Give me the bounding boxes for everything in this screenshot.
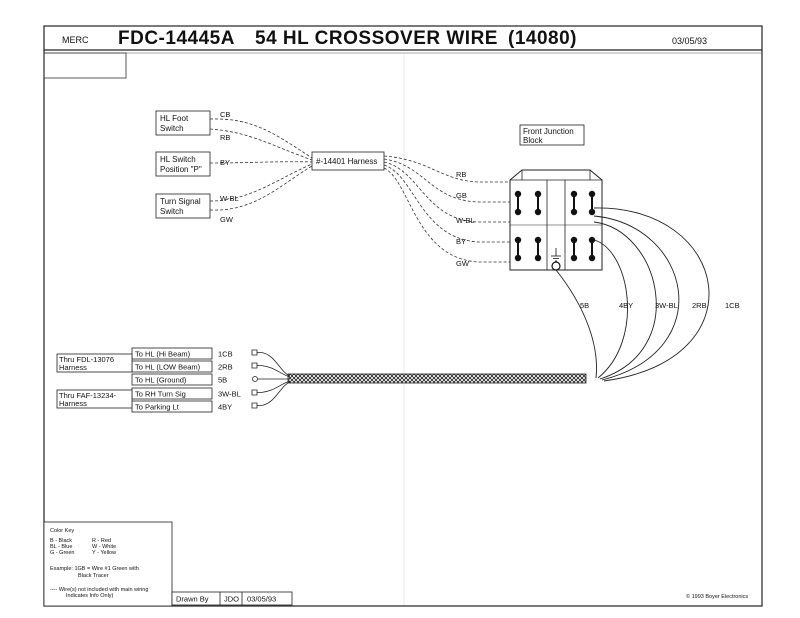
destination-low-beam: To HL (LOW Beam) [135, 363, 201, 372]
output-label-4by: 4BY [619, 301, 633, 310]
color-key-title: Color Key [50, 528, 74, 534]
color-key-dashed-2: Indicates Info Only) [66, 593, 114, 599]
harness-box [311, 151, 385, 171]
output-label-5b: 5B [580, 301, 589, 310]
harness-label: #-14401 Harness [316, 157, 377, 166]
thru-fdl-label-2: Harness [59, 363, 87, 372]
hl-switch-position-label-2: Position "P" [160, 165, 202, 174]
corner-box [43, 52, 127, 79]
turn-signal-switch-box [155, 193, 211, 219]
hl-foot-switch-label-1: HL Foot [160, 114, 189, 123]
color-key-y: Y - Yellow [92, 550, 116, 556]
destination-wire-1cb: 1CB [218, 350, 233, 359]
color-key-example-2: Black Tracer [78, 573, 109, 579]
thru-faf-label-1: Thru FAF-13234- [59, 391, 117, 400]
front-junction-label-box [519, 124, 585, 146]
ground-terminal [551, 261, 561, 271]
front-junction-label-2: Block [523, 136, 544, 145]
drawn-by-date: 03/05/93 [247, 595, 276, 604]
thru-faf-box [56, 389, 133, 409]
color-key-w: W - White [92, 544, 116, 550]
harness-wires [383, 155, 510, 263]
header-code: (14080) [508, 28, 577, 49]
turn-signal-switch-label-2: Switch [160, 207, 184, 216]
wire-label-foot-rb: RB [220, 133, 230, 142]
cable-bundle [287, 373, 587, 384]
destination-wire-3wbl: 3W-BL [218, 390, 241, 399]
front-junction-label-1: Front Junction [523, 127, 574, 136]
output-wires [555, 207, 710, 382]
drawn-by-box [171, 591, 293, 606]
color-key-dashed-1: ---- Wire(s) not included with main wiri… [50, 587, 148, 593]
header-make: MERC [62, 35, 89, 45]
junction-input-wbl: W-BL [456, 216, 475, 225]
destination-wire-4by: 4BY [218, 403, 232, 412]
junction-input-gb: GB [456, 191, 467, 200]
destination-rh-turn: To RH Turn Sig [135, 390, 186, 399]
output-label-2rb: 2RB [692, 301, 707, 310]
header-part-number: FDC-14445A [118, 28, 235, 49]
hl-switch-position-box [155, 151, 211, 177]
color-key-b: B - Black [50, 538, 72, 544]
hl-foot-switch-box [155, 110, 211, 136]
thru-fdl-box [56, 353, 133, 373]
color-key-g: G - Green [50, 550, 74, 556]
hl-foot-switch-label-2: Switch [160, 124, 184, 133]
wire-label-turn-wbl: W-BL [220, 194, 239, 203]
destination-ground: To HL (Ground) [135, 376, 187, 385]
destination-wire-2rb: 2RB [218, 363, 233, 372]
sheet-border [43, 25, 763, 607]
drawn-by-label: Drawn By [176, 595, 209, 604]
junction-block [509, 169, 603, 271]
destination-hi-beam: To HL (Hi Beam) [135, 350, 191, 359]
output-label-1cb: 1CB [725, 301, 740, 310]
connector-icons [251, 349, 261, 409]
junction-input-gw: GW [456, 259, 470, 268]
junction-input-rb: RB [456, 170, 466, 179]
destination-wire-5b: 5B [218, 376, 227, 385]
junction-input-by: BY [456, 237, 466, 246]
thru-fdl-label-1: Thru FDL-13076 [59, 355, 114, 364]
color-key-r: R - Red [92, 538, 111, 544]
color-key-bl: BL - Blue [50, 544, 72, 550]
destination-parking: To Parking Lt [135, 403, 180, 412]
header-title: 54 HL CROSSOVER WIRE [255, 28, 498, 49]
wire-label-position-by: BY [220, 158, 230, 167]
turn-signal-switch-label-1: Turn Signal [160, 197, 201, 206]
switch-wires [209, 118, 313, 211]
header-date: 03/05/93 [672, 36, 707, 46]
copyright: © 1993 Boyer Electronics [686, 593, 748, 600]
hl-switch-position-label-1: HL Switch [160, 155, 196, 164]
color-key-box [43, 521, 173, 607]
lower-wires [258, 352, 291, 406]
drawn-by-initials: JDO [224, 595, 239, 604]
color-key-example-1: Example: 1GB = Wire #1 Green with [50, 566, 139, 572]
wire-label-turn-gw: GW [220, 215, 234, 224]
ground-icon [551, 248, 561, 262]
thru-faf-label-2: Harness [59, 399, 87, 408]
output-label-3wbl: 3W-BL [655, 301, 678, 310]
wire-label-foot-cb: CB [220, 110, 230, 119]
